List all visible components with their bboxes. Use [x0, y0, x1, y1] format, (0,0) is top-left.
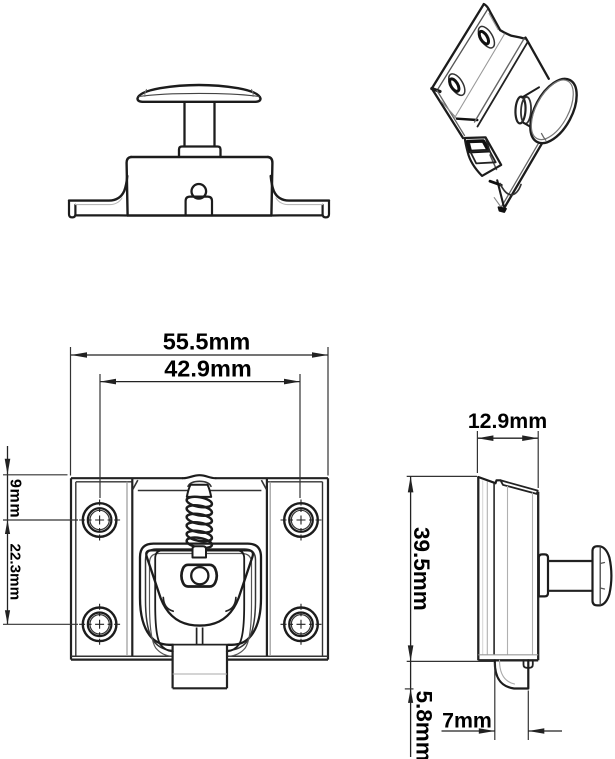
- svg-text:39.5mm: 39.5mm: [409, 527, 434, 611]
- svg-text:42.9mm: 42.9mm: [164, 355, 252, 381]
- svg-text:12.9mm: 12.9mm: [468, 409, 547, 433]
- svg-text:5.8mm: 5.8mm: [412, 691, 437, 759]
- svg-text:7mm: 7mm: [442, 709, 492, 733]
- svg-text:9mm: 9mm: [7, 479, 24, 518]
- svg-text:22.3mm: 22.3mm: [7, 544, 24, 601]
- svg-text:55.5mm: 55.5mm: [163, 329, 251, 355]
